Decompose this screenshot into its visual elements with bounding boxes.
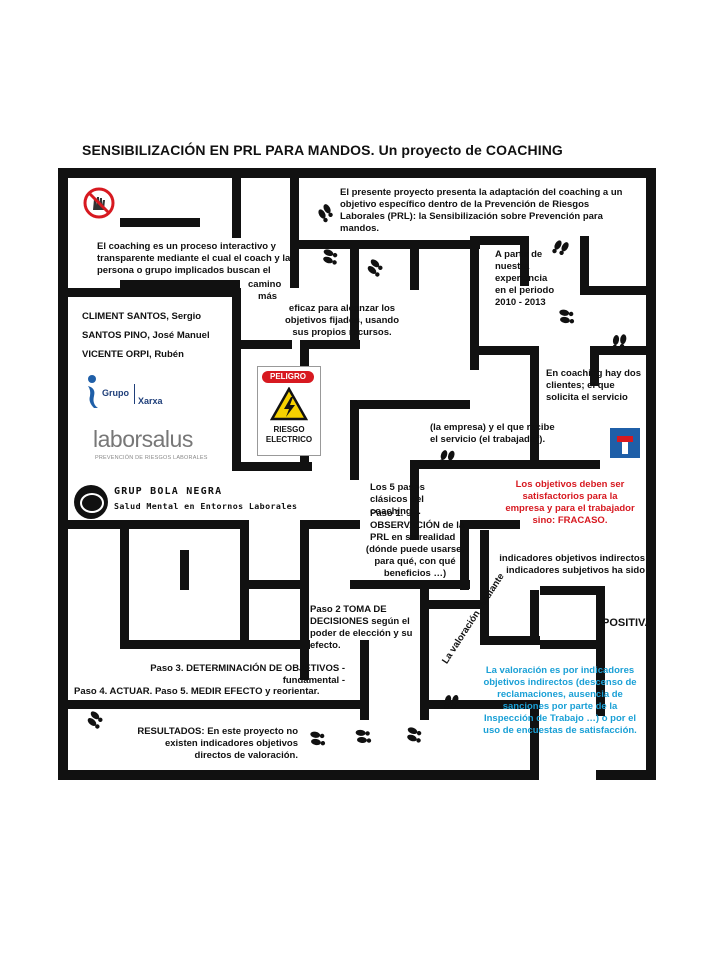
- paso45-text: Paso 4. ACTUAR. Paso 5. MEDIR EFECTO y r…: [74, 686, 320, 697]
- sign-electrico-label: ELECTRICO: [265, 435, 313, 444]
- grupo-xarxa-divider: [134, 384, 135, 404]
- steps-text-3: (dónde puede usarse, para qué, con qué b…: [365, 544, 465, 579]
- laborsalus-logo: laborsalus: [93, 426, 193, 452]
- footprints-icon: [315, 202, 336, 224]
- grupo-xarxa-logo: Grupo Xarxa: [84, 374, 204, 414]
- footprints-icon: [354, 729, 373, 744]
- dead-end-sign-icon: [609, 427, 641, 459]
- coaching-definition-text: El coaching es un proceso interactivo y …: [97, 241, 291, 276]
- coaching-definition-end: eficaz para alcanzar los objetivos fijad…: [284, 303, 399, 338]
- steps-text-2: Paso 1. OBSERVACIÓN de la PRL en su real…: [370, 508, 465, 543]
- author-2: SANTOS PINO, José Manuel: [82, 330, 210, 341]
- footprints-icon: [308, 730, 327, 747]
- laborsalus-subtitle: PREVENCIÓN DE RIESGOS LABORALES: [95, 455, 208, 461]
- intro-text: El presente proyecto presenta la adaptac…: [340, 187, 623, 234]
- author-3: VICENTE ORPI, Rubén: [82, 349, 184, 360]
- objectives-text: Los objetivos deben ser satisfactorios p…: [505, 479, 635, 526]
- footprints-icon: [320, 248, 341, 266]
- bola-negra-logo-icon: [74, 485, 108, 519]
- electric-hazard-icon: [270, 387, 308, 421]
- page-title: SENSIBILIZACIÓN EN PRL PARA MANDOS. Un p…: [82, 142, 563, 158]
- footprints-icon: [557, 308, 576, 325]
- sign-riesgo-label: RIESGO: [273, 425, 305, 434]
- grupo-xarxa-word-2: Xarxa: [138, 396, 163, 406]
- footprints-icon: [611, 332, 628, 351]
- two-clients-text-2: (la empresa) y el que recibe el servicio…: [430, 422, 555, 445]
- electric-hazard-sign: PELIGRO RIESGO ELECTRICO: [257, 366, 321, 456]
- authors-list: CLIMENT SANTOS, Sergio SANTOS PINO, José…: [82, 307, 210, 364]
- paso2-text: Paso 2 TOMA DE DECISIONES según el poder…: [310, 604, 413, 651]
- footprints-icon: [550, 237, 571, 258]
- grupo-xarxa-figure-icon: [88, 375, 98, 408]
- two-clients-text: En coaching hay dos clientes; el que sol…: [546, 368, 642, 403]
- footprints-icon: [364, 257, 386, 279]
- no-entry-hand-icon: [82, 186, 116, 220]
- steps-text-1: Los 5 pasos clásicos del coaching…: [370, 482, 425, 517]
- positiva-label: POSITIVA: [602, 617, 653, 629]
- sign-peligro-label: PELIGRO: [262, 371, 314, 383]
- resultados-text: RESULTADOS: En este proyecto no existen …: [137, 726, 298, 761]
- bola-negra-subtitle: Salud Mental en Entornos Laborales: [114, 501, 298, 511]
- grupo-xarxa-word-1: Grupo: [102, 388, 129, 398]
- paso3-text: Paso 3. DETERMINACIÓN DE OBJETIVOS - fun…: [150, 663, 345, 686]
- coaching-definition-mas: más: [258, 291, 278, 302]
- footprints-icon: [438, 447, 456, 468]
- valoracion-text: La valoración es por indicadores objetiv…: [483, 665, 637, 736]
- coaching-definition-camino: camino: [248, 279, 282, 290]
- footprints-icon: [84, 709, 106, 731]
- indicators-text: indicadores objetivos indirectos indicad…: [499, 553, 645, 576]
- footprints-icon: [442, 692, 460, 712]
- author-1: CLIMENT SANTOS, Sergio: [82, 311, 202, 322]
- bola-negra-title: GRUP BOLA NEGRA: [114, 486, 223, 497]
- experience-text: A partir de nuestra experiencia en el pe…: [495, 249, 555, 308]
- footprints-icon: [404, 726, 425, 744]
